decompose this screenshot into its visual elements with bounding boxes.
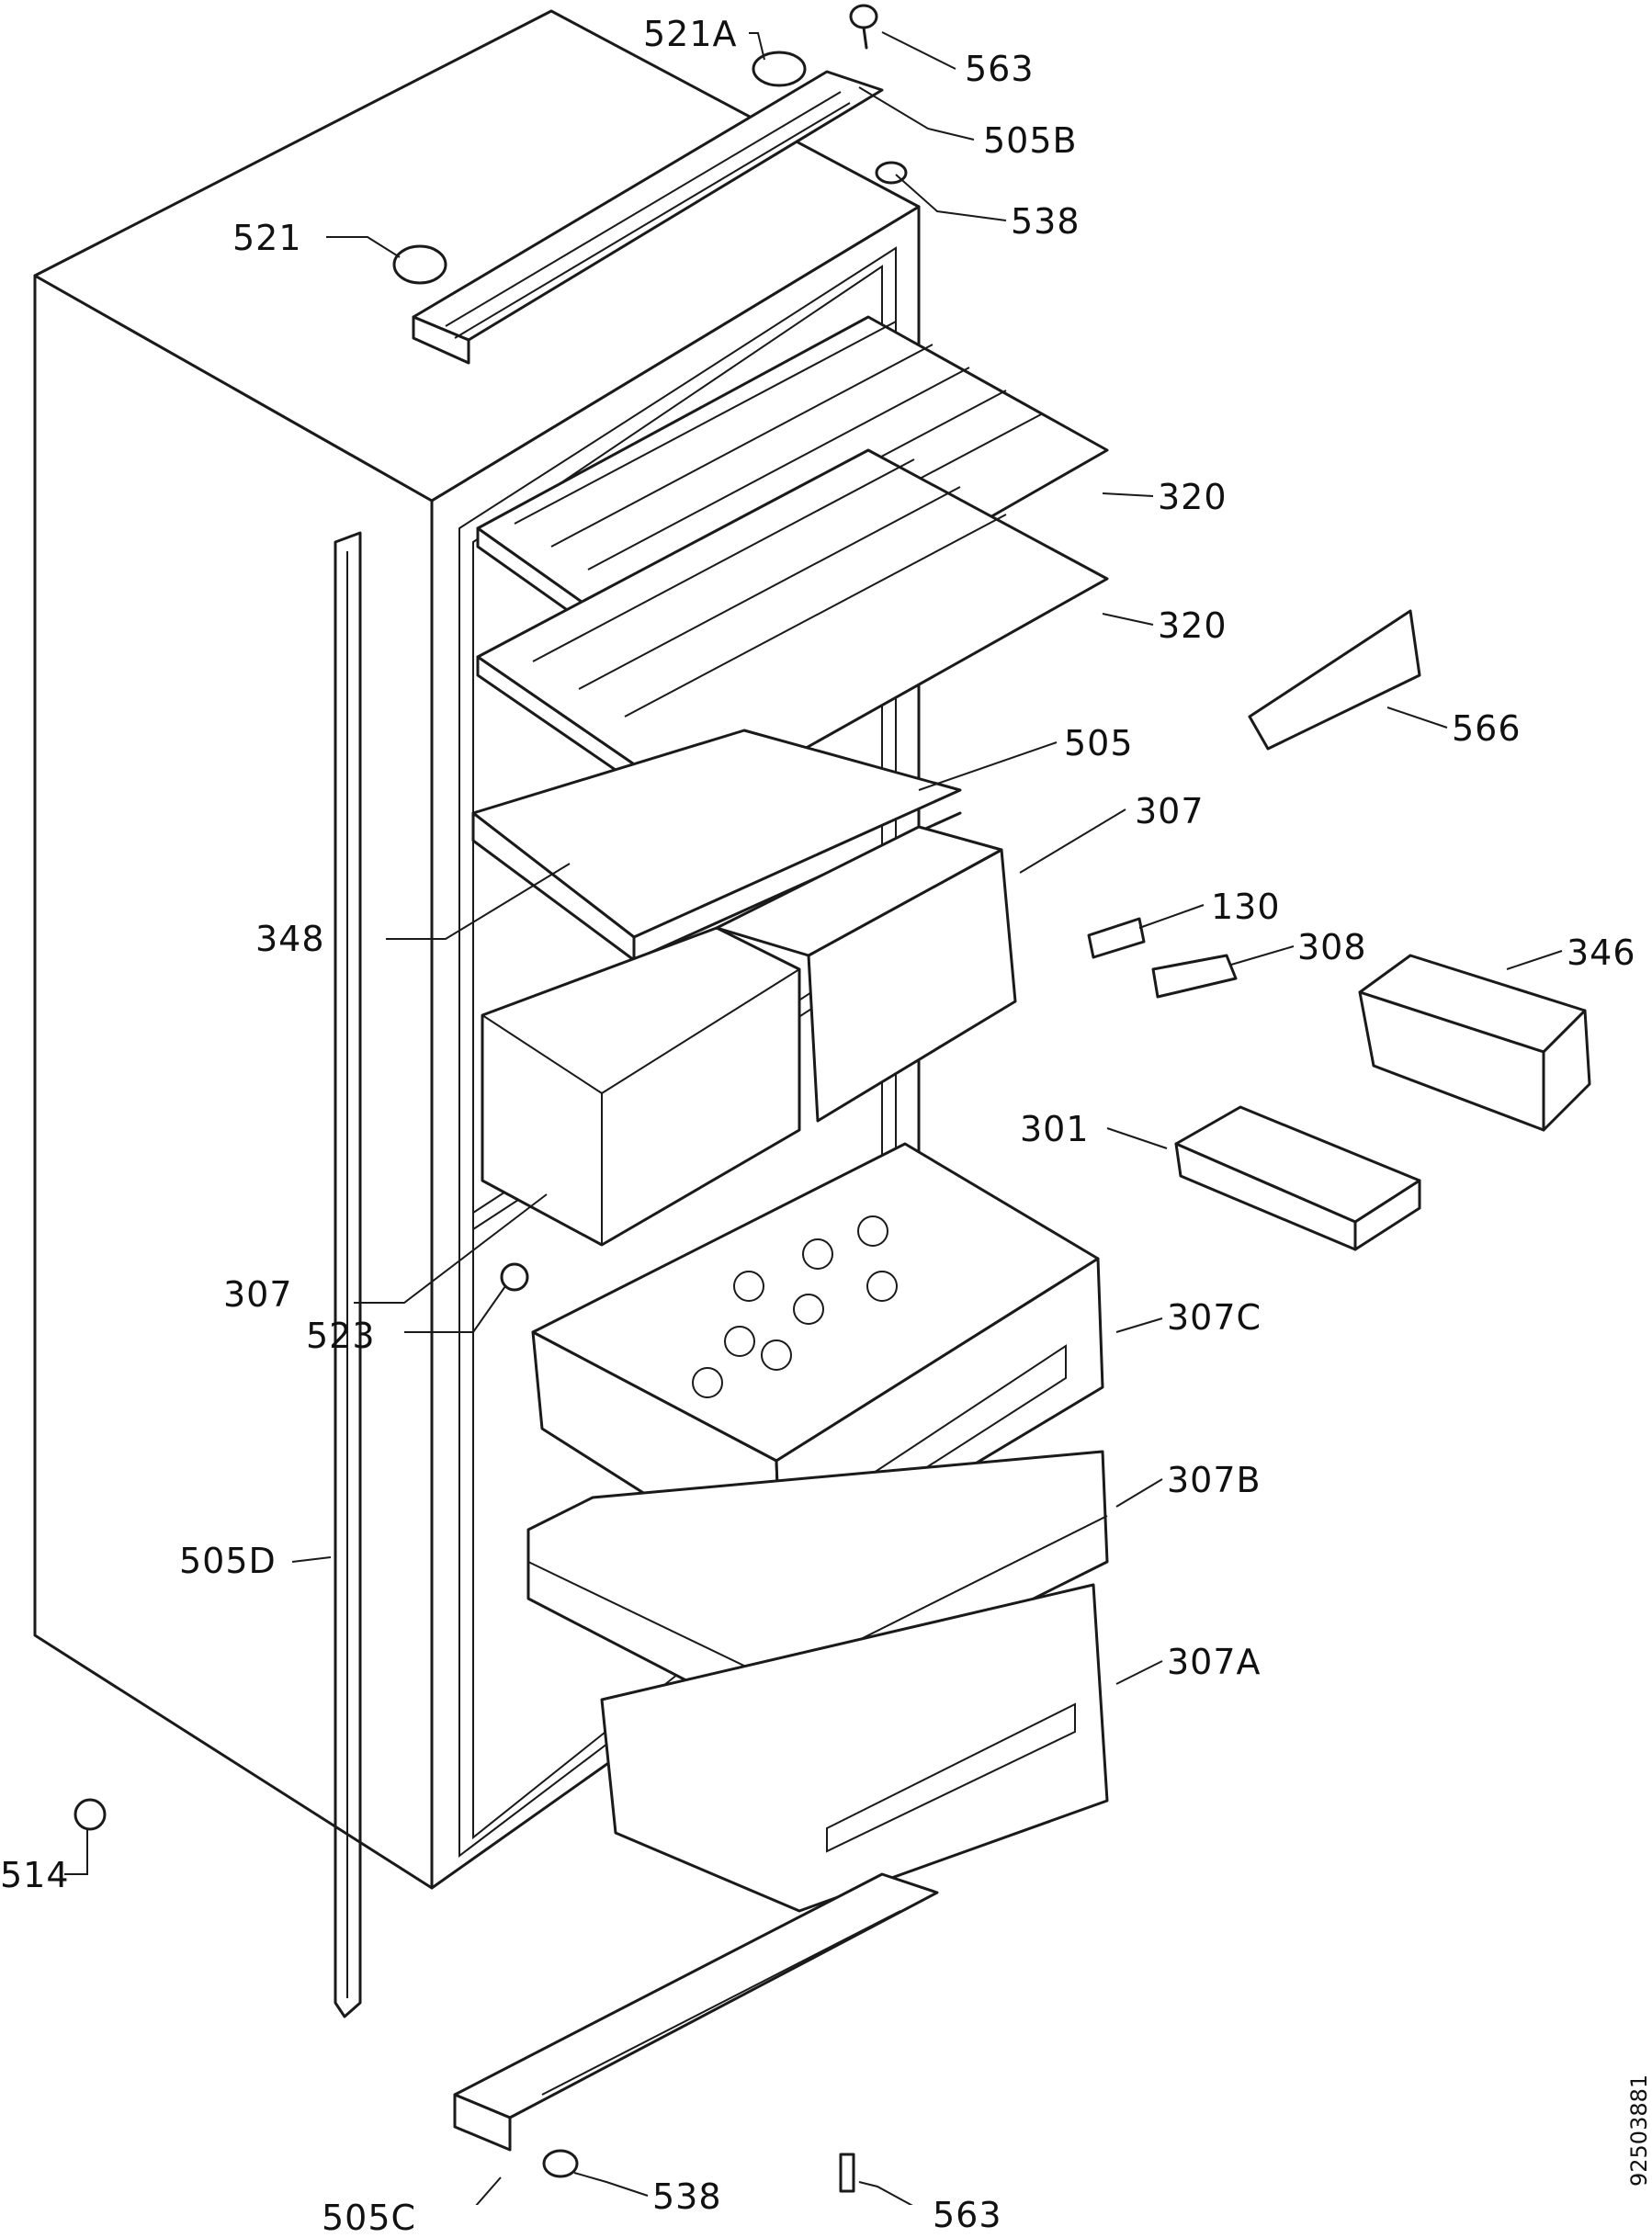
cap-521a (752, 51, 807, 87)
label-505: 505 (1064, 723, 1134, 763)
label-308: 308 (1297, 927, 1367, 967)
egg-tray-566 (1248, 609, 1421, 751)
label-505d: 505D (179, 1541, 277, 1581)
pin-563-bottom (839, 2153, 855, 2193)
label-320-lower: 320 (1158, 605, 1228, 646)
label-346: 346 (1567, 932, 1636, 973)
label-307-right: 307 (1135, 791, 1205, 831)
foot-514 (74, 1798, 107, 1831)
door-gasket-505d (334, 531, 362, 2018)
cap-521 (392, 244, 447, 285)
label-301: 301 (1020, 1109, 1090, 1149)
freezer-drawer-307b (526, 1450, 1109, 1729)
label-521a: 521A (643, 14, 738, 54)
label-538-top: 538 (1011, 201, 1081, 242)
hinge-pin-538-bottom (542, 2149, 579, 2178)
glass-cover-348 (471, 729, 962, 962)
bracket-308 (1151, 954, 1238, 999)
leader-lines (64, 31, 1563, 2205)
knob-523 (500, 1262, 529, 1292)
freezer-drawer-307a (600, 1583, 1109, 1913)
top-hinge-505b (412, 70, 884, 365)
label-307-left: 307 (223, 1274, 293, 1315)
label-307a: 307A (1167, 1642, 1262, 1682)
label-130: 130 (1211, 887, 1281, 927)
crisper-307-left (481, 926, 801, 1247)
label-563-top: 563 (965, 49, 1035, 89)
label-514: 514 (0, 1855, 70, 1895)
pin-563-top (849, 4, 878, 50)
document-number: 92503881 (1626, 2074, 1652, 2187)
label-307c: 307C (1167, 1297, 1262, 1338)
label-523: 523 (306, 1316, 376, 1356)
bottle-rack-346 (1358, 954, 1591, 1132)
label-348: 348 (255, 919, 325, 959)
label-521: 521 (232, 218, 302, 258)
label-563-bottom: 563 (933, 2195, 1002, 2235)
ice-cube-tray-301 (1174, 1105, 1421, 1251)
label-538-bottom: 538 (652, 2176, 722, 2217)
label-505c: 505C (322, 2198, 417, 2238)
crisper-307-right (715, 825, 1017, 1123)
label-307b: 307B (1167, 1460, 1262, 1500)
label-320-upper: 320 (1158, 477, 1228, 517)
label-566: 566 (1452, 708, 1522, 749)
label-505b: 505B (983, 120, 1078, 161)
clip-130 (1087, 917, 1146, 959)
bottom-hinge-505c (453, 1872, 939, 2152)
